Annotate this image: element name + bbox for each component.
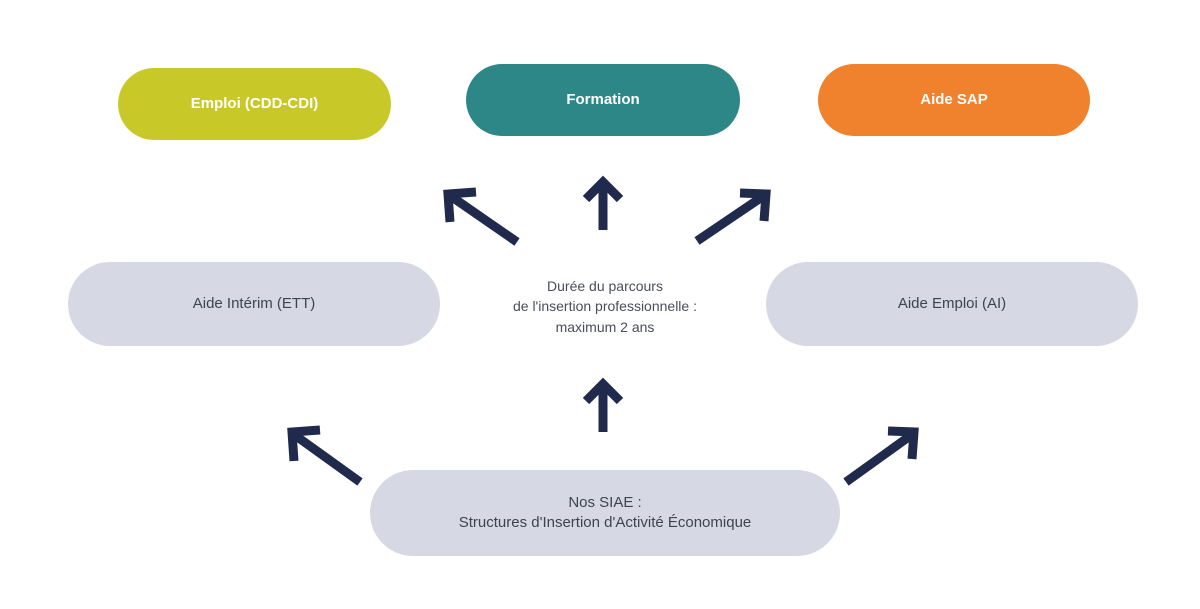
aide-sap-pill: Aide SAP bbox=[818, 64, 1090, 136]
aide-emploi-ai-label: Aide Emploi (AI) bbox=[897, 294, 1007, 312]
formation-label: Formation bbox=[566, 90, 640, 108]
aide-interim-label: Aide Intérim (ETT) bbox=[192, 294, 316, 312]
aide-emploi-ai-pill: Aide Emploi (AI) bbox=[766, 262, 1138, 346]
aide-interim-pill: Aide Intérim (ETT) bbox=[68, 262, 440, 346]
arrow-to-aide-sap-icon bbox=[694, 188, 771, 245]
center-line-2: de l'insertion professionnelle : bbox=[512, 298, 697, 315]
arrow-to-emploi-icon bbox=[443, 187, 520, 246]
center-line-1: Durée du parcours bbox=[547, 278, 663, 294]
arrow-to-emploi-ai-icon bbox=[843, 426, 919, 486]
siae-line-2: Structures d'Insertion d'Activité Économ… bbox=[458, 514, 752, 531]
emploi-label: Emploi (CDD-CDI) bbox=[190, 94, 319, 112]
siae-pill: Nos SIAE : Structures d'Insertion d'Acti… bbox=[370, 470, 840, 556]
arrow-to-center-icon bbox=[582, 377, 624, 432]
parcours-duration-text: Durée du parcours de l'insertion profess… bbox=[440, 276, 770, 337]
arrow-to-interim-icon bbox=[287, 425, 363, 486]
aide-sap-label: Aide SAP bbox=[920, 90, 988, 108]
emploi-cdd-cdi-pill: Emploi (CDD-CDI) bbox=[118, 68, 391, 140]
arrow-to-formation-icon bbox=[582, 175, 624, 230]
formation-pill: Formation bbox=[466, 64, 740, 136]
center-line-3: maximum 2 ans bbox=[555, 318, 655, 335]
siae-line-1: Nos SIAE : bbox=[568, 493, 642, 511]
